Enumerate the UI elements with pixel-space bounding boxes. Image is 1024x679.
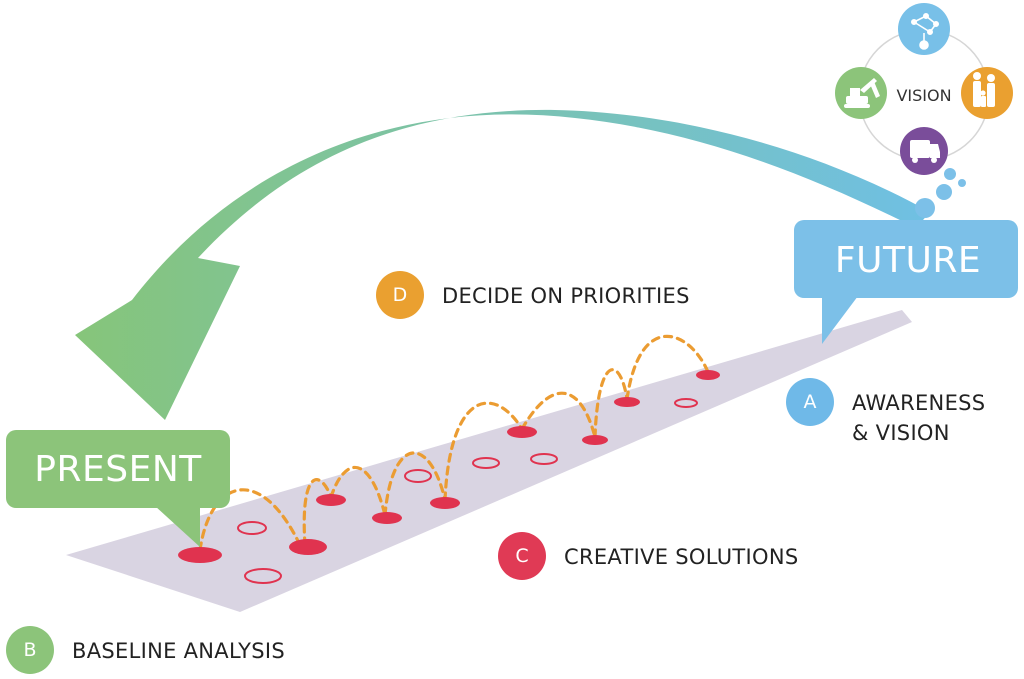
step-b-letter: B — [23, 639, 36, 661]
solution-path-arc — [443, 401, 524, 502]
thought-bubble-medium — [936, 184, 952, 200]
solution-markers — [178, 370, 720, 584]
solution-marker-filled — [507, 426, 537, 438]
solution-marker-hollow — [404, 469, 432, 483]
solution-path-arc — [625, 334, 710, 401]
solution-marker-filled — [696, 370, 720, 380]
step-d-letter: D — [393, 284, 408, 306]
vision-cluster: VISION — [835, 3, 1013, 175]
network-icon — [898, 3, 950, 55]
solution-marker-hollow — [674, 398, 698, 408]
step-d: D DECIDE ON PRIORITIES — [376, 271, 690, 319]
solution-path-arc — [383, 451, 447, 517]
future-label: FUTURE — [835, 240, 981, 281]
future-bubble: FUTURE — [794, 168, 1018, 344]
timeline-platform — [66, 310, 912, 612]
solution-path-arc — [593, 368, 629, 439]
solution-path-arc — [329, 466, 387, 517]
present-label: PRESENT — [34, 449, 202, 490]
excavator-icon — [835, 67, 887, 119]
step-c-letter: C — [515, 545, 528, 567]
solution-marker-hollow — [237, 521, 267, 535]
solution-marker-filled — [178, 547, 222, 563]
solution-marker-filled — [372, 512, 402, 524]
step-a-letter: A — [804, 391, 817, 413]
present-bubble: PRESENT — [6, 430, 230, 547]
solution-path-arc — [198, 488, 302, 552]
step-a: A AWARENESS & VISION — [786, 378, 985, 445]
solution-marker-filled — [316, 494, 346, 506]
step-b: B BASELINE ANALYSIS — [6, 626, 285, 674]
solution-marker-filled — [582, 435, 608, 445]
truck-icon — [900, 127, 948, 175]
solution-marker-filled — [430, 497, 460, 509]
thought-bubble-large — [915, 198, 935, 218]
solution-marker-hollow — [472, 457, 500, 469]
backcasting-arrow — [75, 109, 930, 420]
step-d-label: DECIDE ON PRIORITIES — [442, 284, 690, 308]
step-c: C CREATIVE SOLUTIONS — [498, 532, 798, 580]
step-a-label-line2: & VISION — [852, 421, 950, 445]
step-b-label: BASELINE ANALYSIS — [72, 639, 285, 663]
step-c-label: CREATIVE SOLUTIONS — [564, 545, 798, 569]
solution-path-arc — [520, 391, 597, 439]
vision-label: VISION — [896, 86, 951, 105]
step-a-label-line1: AWARENESS — [852, 391, 985, 415]
solution-path-arc — [302, 478, 333, 547]
solution-marker-filled — [614, 397, 640, 407]
thought-bubble-tiny — [958, 179, 966, 187]
family-icon — [961, 67, 1013, 119]
solution-marker-filled — [289, 539, 327, 555]
solution-path — [198, 334, 710, 552]
solution-marker-hollow — [530, 453, 558, 465]
thought-bubble-small — [944, 168, 956, 180]
solution-marker-hollow — [244, 568, 282, 584]
